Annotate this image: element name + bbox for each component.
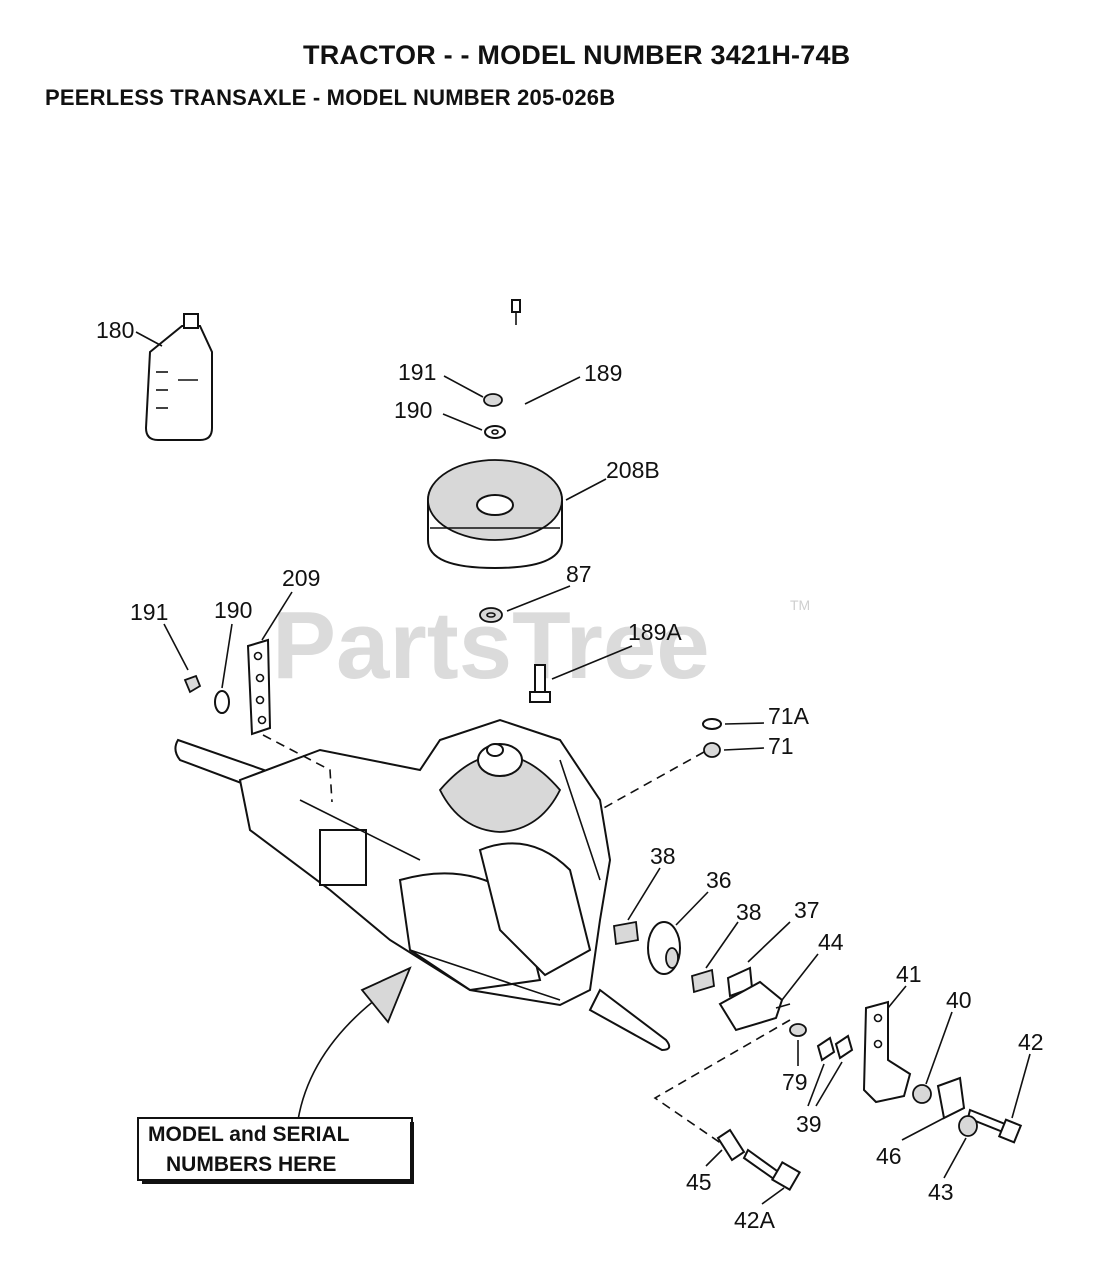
part-36-gear[interactable] — [647, 921, 681, 975]
callout-71: 71 — [768, 733, 794, 759]
serial-location-arrow — [297, 966, 412, 1121]
part-43-nut[interactable] — [958, 1115, 978, 1137]
callout-189: 189 — [584, 360, 622, 386]
callout-36: 36 — [706, 867, 732, 893]
callout-208B: 208B — [606, 457, 660, 483]
callout-71A: 71A — [768, 703, 810, 729]
callout-43: 43 — [928, 1179, 954, 1205]
watermark-trademark: TM — [790, 597, 810, 613]
part-71-nut[interactable] — [703, 742, 721, 758]
part-40-nut[interactable] — [912, 1084, 932, 1104]
part-38-key-upper[interactable] — [613, 920, 639, 946]
part-39-pins[interactable] — [816, 1034, 854, 1062]
part-191-nut-left[interactable] — [183, 674, 202, 694]
callout-180: 180 — [96, 317, 134, 343]
callout-39: 39 — [796, 1111, 822, 1137]
callout-41: 41 — [896, 961, 922, 987]
part-87-washer[interactable] — [479, 607, 503, 623]
part-190-washer-top[interactable] — [484, 425, 506, 439]
callout-37: 37 — [794, 897, 820, 923]
callout-209: 209 — [282, 565, 320, 591]
part-transaxle-housing[interactable] — [174, 718, 671, 1052]
part-79-spring[interactable] — [789, 1023, 807, 1037]
part-190-washer-left[interactable] — [214, 690, 230, 714]
note-line-2: NUMBERS HERE — [166, 1153, 336, 1176]
callout-42A: 42A — [734, 1207, 776, 1233]
callout-38-lower: 38 — [736, 899, 762, 925]
part-41-bracket[interactable] — [862, 1000, 912, 1104]
callout-79: 79 — [782, 1069, 808, 1095]
callout-42: 42 — [1018, 1029, 1044, 1055]
part-38-key-lower[interactable] — [691, 968, 715, 994]
diagram-subtitle: PEERLESS TRANSAXLE - MODEL NUMBER 205-02… — [45, 85, 616, 110]
model-serial-note: MODEL and SERIAL NUMBERS HERE — [137, 1117, 414, 1184]
callout-191-left: 191 — [130, 599, 168, 625]
part-209-bracket[interactable] — [246, 638, 272, 736]
callout-40: 40 — [946, 987, 972, 1013]
callout-46: 46 — [876, 1143, 902, 1169]
part-44-shift-lever[interactable] — [718, 980, 791, 1032]
callout-191-top: 191 — [398, 359, 436, 385]
diagram-title: TRACTOR - - MODEL NUMBER 3421H-74B — [303, 40, 851, 70]
part-45-spacer[interactable] — [716, 1128, 746, 1162]
part-189A-bolt[interactable] — [529, 664, 551, 703]
part-46-plate[interactable] — [936, 1076, 966, 1120]
callout-87: 87 — [566, 561, 592, 587]
part-180-oil-bottle[interactable] — [144, 313, 213, 441]
callout-44: 44 — [818, 929, 844, 955]
part-191-nut-top[interactable] — [483, 393, 503, 407]
note-line-1: MODEL and SERIAL — [148, 1123, 350, 1146]
part-189-bolt[interactable] — [511, 299, 521, 325]
callout-190-left: 190 — [214, 597, 252, 623]
part-71A-washer[interactable] — [702, 718, 722, 730]
part-42A-bolt[interactable] — [742, 1148, 802, 1192]
callout-45: 45 — [686, 1169, 712, 1195]
callout-190-top: 190 — [394, 397, 432, 423]
callout-189A: 189A — [628, 619, 682, 645]
part-42-bolt[interactable] — [966, 1108, 1023, 1144]
callout-38-upper: 38 — [650, 843, 676, 869]
part-208B-pulley[interactable] — [427, 459, 563, 570]
